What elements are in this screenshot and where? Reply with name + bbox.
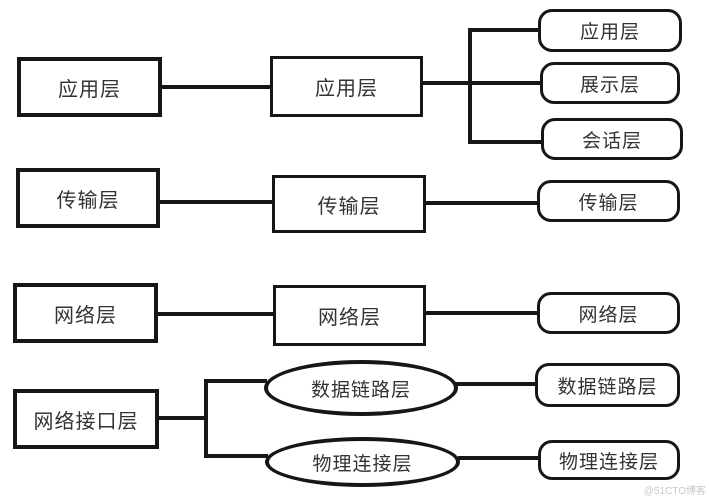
node-left-network-layer: 网络层: [13, 283, 158, 343]
node-middle-physical-connection-layer: 物理连接层: [265, 437, 460, 487]
bracket-network-interface-vertical: [204, 379, 208, 458]
connector-physical-ellipse-to-osi: [458, 456, 540, 460]
bracket-application-vertical: [468, 28, 472, 144]
node-osi-network-layer: 网络层: [537, 292, 680, 334]
bracket-branch-to-physical-ellipse: [204, 454, 268, 458]
connector-transport-middle-to-osi: [425, 201, 539, 205]
node-left-network-interface-layer: 网络接口层: [13, 389, 159, 449]
watermark-51cto: @51CTO博客: [643, 486, 706, 497]
node-middle-data-link-layer: 数据链路层: [264, 360, 458, 416]
node-osi-session-layer: 会话层: [541, 118, 683, 160]
connector-application-middle-to-bracket: [422, 81, 471, 85]
node-osi-presentation-layer: 展示层: [540, 62, 680, 104]
node-osi-data-link-layer: 数据链路层: [535, 363, 680, 407]
connector-network-left-to-middle: [156, 312, 275, 316]
node-left-application-layer: 应用层: [17, 57, 162, 117]
node-middle-transport-layer: 传输层: [272, 175, 426, 233]
node-osi-application-layer: 应用层: [538, 9, 682, 52]
bracket-branch-to-data-link-ellipse: [204, 379, 267, 383]
bracket-branch-to-osi-presentation: [468, 81, 543, 85]
connector-application-left-to-middle: [160, 85, 272, 89]
node-left-transport-layer: 传输层: [16, 168, 160, 228]
connector-transport-left-to-middle: [158, 200, 274, 204]
connector-data-link-ellipse-to-osi: [456, 382, 537, 386]
node-middle-network-layer: 网络层: [273, 285, 426, 346]
connector-network-interface-to-bracket: [157, 416, 207, 420]
node-osi-transport-layer: 传输层: [537, 180, 680, 222]
bracket-branch-to-osi-session: [468, 140, 544, 144]
node-middle-application-layer: 应用层: [270, 56, 423, 117]
connector-network-middle-to-osi: [425, 311, 539, 315]
node-osi-physical-connection-layer: 物理连接层: [538, 440, 680, 480]
bracket-branch-to-osi-application: [468, 28, 541, 32]
